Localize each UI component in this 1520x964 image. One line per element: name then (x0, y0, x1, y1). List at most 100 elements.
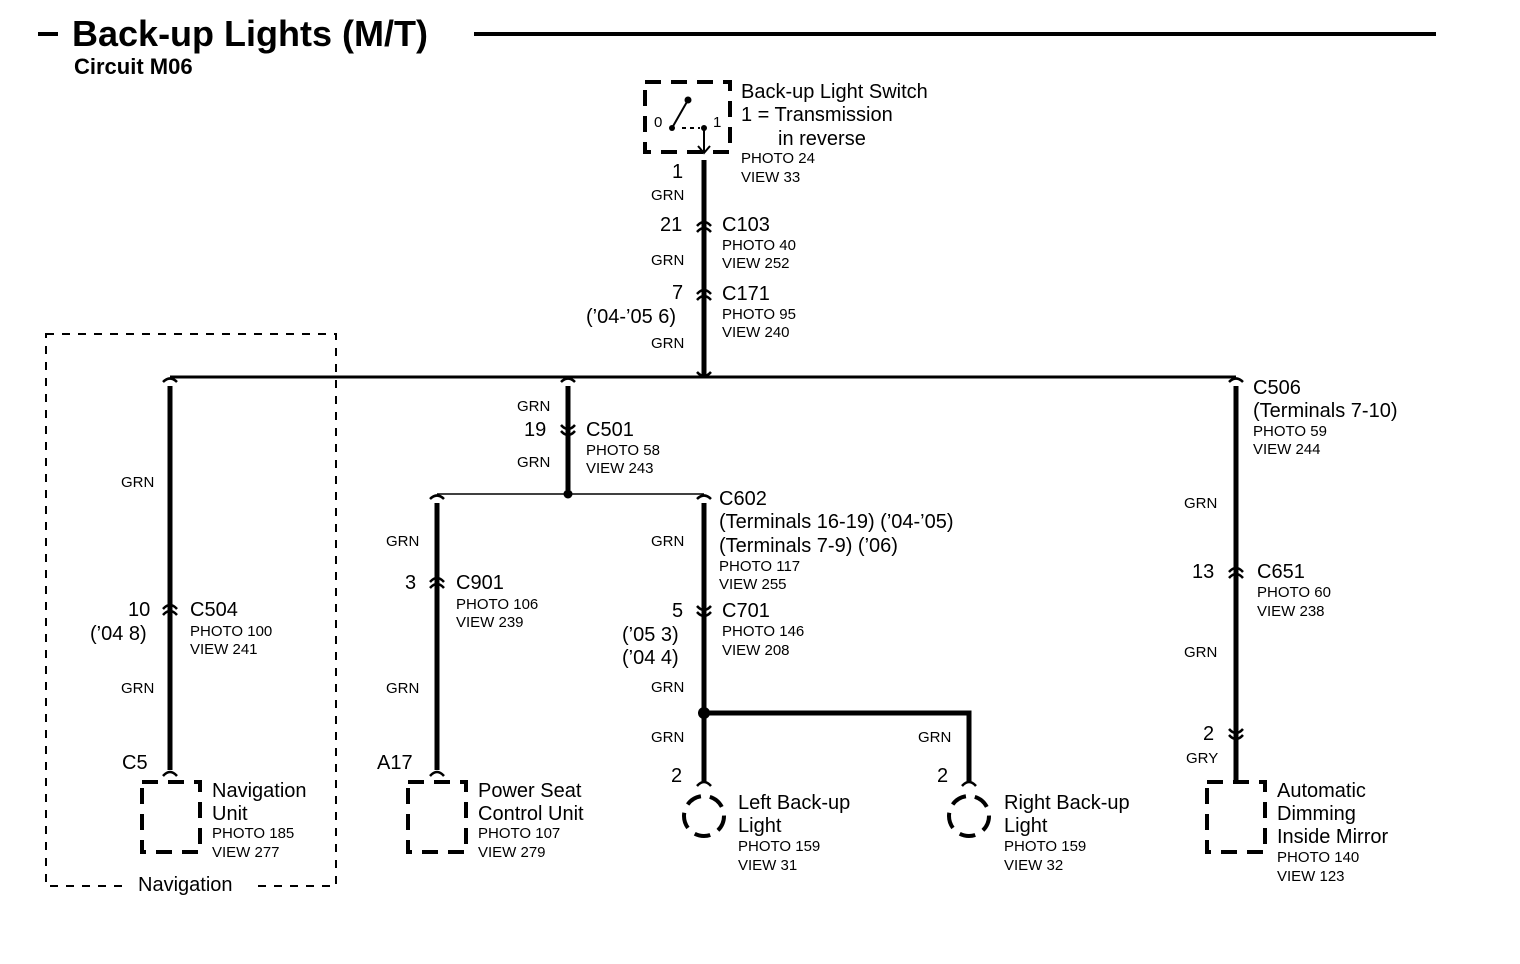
wire-label-c103: GRN (651, 252, 684, 269)
splice-point-c501 (563, 489, 573, 499)
c701-connector (696, 605, 712, 618)
c602-line2: (Terminals 7-9) (’06) (719, 535, 898, 557)
c171-view: VIEW 240 (722, 324, 790, 341)
sub-bus-tick-lights (696, 494, 712, 500)
wire-label-c651: GRN (1184, 644, 1217, 661)
seat-unit-photo: PHOTO 107 (478, 825, 560, 842)
right-light-terminal (961, 780, 977, 787)
c506-photo: PHOTO 59 (1253, 423, 1327, 440)
c506-name: C506 (1253, 377, 1301, 399)
c504-alt: (’04 8) (90, 623, 147, 645)
bus-tick-switch (696, 371, 712, 378)
switch-pin: 1 (672, 161, 683, 183)
navigation-group-label-bg (128, 872, 254, 898)
c602-line1: (Terminals 16-19) (’04-’05) (719, 511, 954, 533)
wire-label-c171: GRN (651, 335, 684, 352)
left-light-photo: PHOTO 159 (738, 838, 820, 855)
circuit-label: Circuit M06 (74, 54, 193, 79)
right-light-bulb (947, 794, 991, 838)
c701-alt2: (’04 4) (622, 647, 679, 669)
switch-state-2: in reverse (778, 128, 866, 150)
wire-label-nav-top: GRN (121, 474, 154, 491)
c901-view: VIEW 239 (456, 614, 524, 631)
right-light-photo: PHOTO 159 (1004, 838, 1086, 855)
c171-connector (696, 288, 712, 301)
c103-pin: 21 (660, 214, 682, 236)
bus-tick-c501 (560, 377, 576, 383)
nav-unit-name-2: Unit (212, 803, 248, 825)
sub-bus-tick-seat (429, 494, 445, 500)
wire-label-c501-top: GRN (517, 398, 550, 415)
c504-pin: 10 (128, 599, 150, 621)
c602-photo: PHOTO 117 (719, 558, 800, 575)
bus-tick-c506 (1228, 377, 1244, 383)
left-light-view: VIEW 31 (738, 857, 797, 874)
c501-name: C501 (586, 419, 634, 441)
c651-photo: PHOTO 60 (1257, 584, 1331, 601)
nav-unit-box (140, 780, 202, 854)
wire-label-c501-bottom: GRN (517, 454, 550, 471)
wire-label-right-light: GRN (918, 729, 951, 746)
wire-label-c602: GRN (651, 533, 684, 550)
wire-label-left-light: GRN (651, 729, 684, 746)
mirror-connector (1228, 728, 1244, 741)
c901-connector (429, 576, 445, 589)
c901-name: C901 (456, 572, 504, 594)
c651-connector (1228, 566, 1244, 579)
c701-pin: 5 (672, 600, 683, 622)
c701-view: VIEW 208 (722, 642, 790, 659)
c103-connector (696, 220, 712, 233)
c506-line1: (Terminals 7-10) (1253, 400, 1397, 422)
c602-view: VIEW 255 (719, 576, 787, 593)
wire-label-mirror: GRY (1186, 750, 1218, 767)
c651-name: C651 (1257, 561, 1305, 583)
switch-photo: PHOTO 24 (741, 150, 815, 167)
mirror-pin: 2 (1203, 723, 1214, 745)
c501-pin: 19 (524, 419, 546, 441)
c901-pin: 3 (405, 572, 416, 594)
switch-pos-0: 0 (654, 114, 662, 131)
diagram-title: Back-up Lights (M/T) (72, 13, 428, 54)
c501-photo: PHOTO 58 (586, 442, 660, 459)
bus-tick-left (162, 377, 178, 383)
c504-name: C504 (190, 599, 238, 621)
left-light-name-2: Light (738, 815, 782, 837)
right-light-name-1: Right Back-up (1004, 792, 1130, 814)
c171-name: C171 (722, 283, 770, 305)
c504-view: VIEW 241 (190, 641, 258, 658)
wire-label-switch: GRN (651, 187, 684, 204)
left-light-bulb (682, 794, 726, 838)
wire-label-seat-bottom: GRN (386, 680, 419, 697)
seat-unit-box (406, 780, 468, 854)
c651-pin: 13 (1192, 561, 1214, 583)
seat-unit-view: VIEW 279 (478, 844, 546, 861)
c103-photo: PHOTO 40 (722, 237, 796, 254)
right-light-name-2: Light (1004, 815, 1048, 837)
c701-photo: PHOTO 146 (722, 623, 804, 640)
mirror-name-3: Inside Mirror (1277, 826, 1388, 848)
c901-photo: PHOTO 106 (456, 596, 538, 613)
c171-alt: (’04-’05 6) (586, 306, 676, 328)
switch-name: Back-up Light Switch (741, 81, 928, 103)
wire-right-light (704, 710, 972, 782)
seat-unit-name-1: Power Seat (478, 780, 582, 802)
nav-unit-view: VIEW 277 (212, 844, 280, 861)
left-light-name-1: Left Back-up (738, 792, 850, 814)
c651-view: VIEW 238 (1257, 603, 1325, 620)
mirror-name-1: Automatic (1277, 780, 1366, 802)
mirror-name-2: Dimming (1277, 803, 1356, 825)
seat-unit-terminal (429, 770, 445, 777)
c504-connector (162, 603, 178, 616)
c701-name: C701 (722, 600, 770, 622)
wire-label-nav-bottom: GRN (121, 680, 154, 697)
c103-view: VIEW 252 (722, 255, 790, 272)
c171-photo: PHOTO 95 (722, 306, 796, 323)
switch-arrow (697, 145, 711, 155)
c506-view: VIEW 244 (1253, 441, 1321, 458)
c602-name: C602 (719, 488, 767, 510)
nav-unit-photo: PHOTO 185 (212, 825, 294, 842)
switch-pos-1: 1 (713, 114, 721, 131)
mirror-box (1205, 780, 1267, 854)
seat-unit-name-2: Control Unit (478, 803, 584, 825)
